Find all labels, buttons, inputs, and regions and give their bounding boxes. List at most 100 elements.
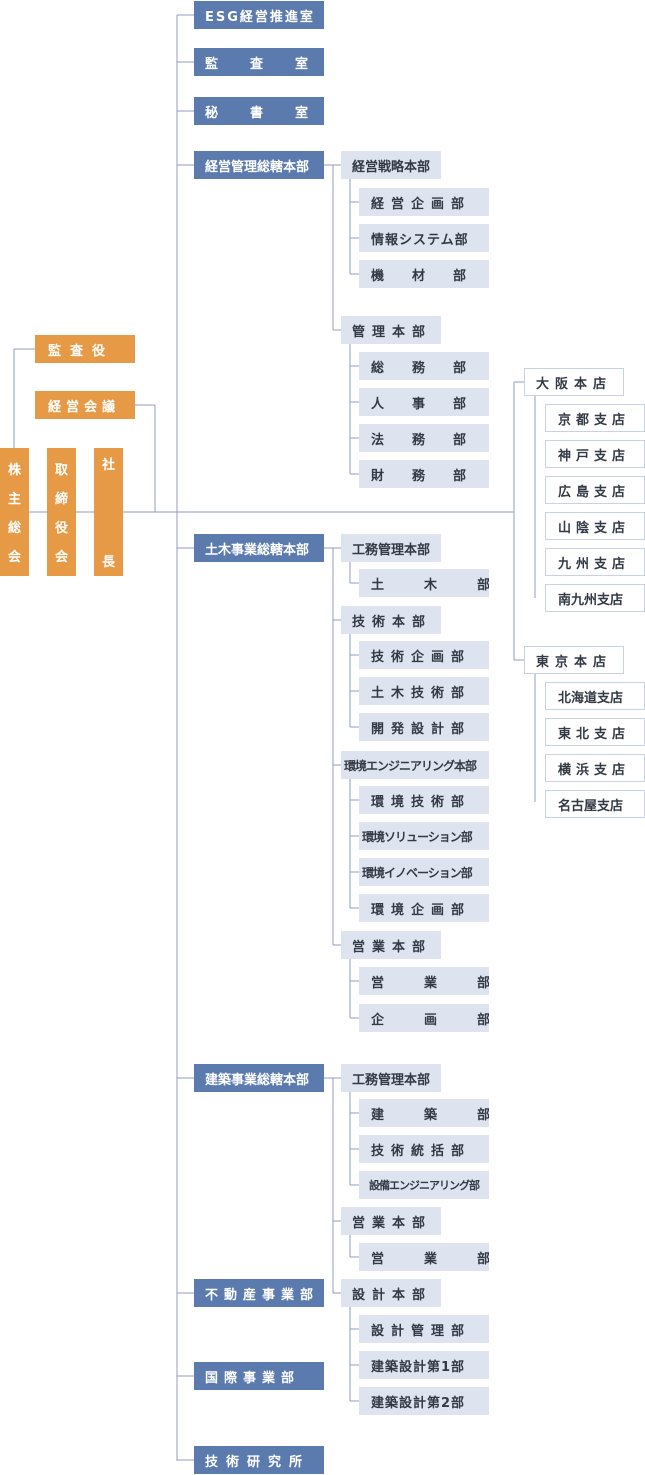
dept-civil-sales-label: 営業部 — [371, 975, 489, 991]
branch-osaka-0: 京都支店 — [545, 404, 645, 432]
dept-development-design: 開発設計部 — [359, 713, 489, 741]
dept-civil-sales: 営業部 — [359, 967, 489, 995]
building-sales-hq-box-label: 営業本部 — [352, 1215, 433, 1231]
dept-general-affairs: 総務部 — [359, 352, 489, 380]
dept-finance: 財務部 — [359, 460, 489, 488]
international-division-box-label: 国際事業部 — [205, 1370, 301, 1386]
environment-hq-box-label: 環境エンジニアリング本部 — [344, 758, 477, 773]
shareholders-meeting-box-char: 株 — [7, 463, 21, 478]
branch-osaka-3-label: 山陰支店 — [558, 520, 631, 536]
dept-civil-engineering-label: 土木部 — [371, 577, 489, 593]
dept-mep-engineering: 設備エンジニアリング部 — [359, 1171, 489, 1199]
branch-osaka-1: 神戸支店 — [545, 440, 645, 468]
branch-osaka-0-label: 京都支店 — [558, 412, 631, 428]
management-meeting-box: 経営会議 — [35, 391, 135, 419]
osaka-head-office-box: 大阪本店 — [524, 368, 624, 396]
shareholders-meeting-box-char: 主 — [7, 492, 21, 507]
branch-osaka-2-label: 広島支店 — [558, 484, 631, 500]
dept-architectural-design-1-label: 建築設計第1部 — [371, 1359, 466, 1375]
president-box: 社長社長 — [94, 448, 123, 576]
civil-technology-hq-box: 技術本部 — [341, 606, 441, 634]
dept-corporate-planning-label: 経営企画部 — [371, 196, 472, 212]
board-of-directors-box: 取締役会取締役会 — [47, 448, 76, 576]
branch-tokyo-0: 北海道支店 — [545, 682, 645, 710]
branch-tokyo-1-label: 東北支店 — [558, 726, 631, 742]
shareholders-meeting-box-char: 会 — [7, 550, 21, 565]
dept-technical-planning: 技術企画部 — [359, 641, 489, 669]
civil-construction-mgmt-hq-box-label: 工務管理本部 — [352, 542, 431, 558]
real-estate-division-box: 不動産事業部 — [194, 1279, 324, 1307]
dept-environmental-solutions-label: 環境ソリューション部 — [362, 829, 473, 844]
management-division-box: 経営管理総轄本部 — [194, 151, 324, 179]
dept-civil-engineering: 土木部 — [359, 569, 489, 597]
dept-technical-planning-label: 技術企画部 — [371, 649, 472, 665]
research-institute-box-label: 技術研究所 — [205, 1454, 311, 1470]
building-division-box-label: 建築事業総轄本部 — [205, 1072, 310, 1088]
branch-tokyo-0-label: 北海道支店 — [558, 690, 624, 706]
dept-human-resources: 人事部 — [359, 388, 489, 416]
esg-office-box: ESG経営推進室 — [194, 1, 324, 29]
auditor-box: 監査役 — [35, 335, 135, 363]
branch-tokyo-2: 横浜支店 — [545, 754, 645, 782]
branch-tokyo-3-label: 名古屋支店 — [558, 798, 624, 814]
admin-hq-box: 管理本部 — [341, 316, 441, 344]
branch-osaka-4: 九州支店 — [545, 548, 645, 576]
board-of-directors-box-char: 会 — [54, 550, 68, 565]
civil-sales-hq-box-label: 営業本部 — [352, 939, 433, 955]
dept-architecture-label: 建築部 — [371, 1107, 489, 1123]
branch-tokyo-2-label: 横浜支店 — [558, 762, 631, 778]
dept-environmental-planning: 環境企画部 — [359, 894, 489, 922]
dept-equipment: 機材部 — [359, 260, 489, 288]
shareholders-meeting-box-char: 総 — [7, 521, 21, 536]
management-division-box-label: 経営管理総轄本部 — [205, 159, 310, 175]
board-of-directors-box-char: 取 — [54, 463, 68, 478]
building-construction-mgmt-hq-box: 工務管理本部 — [341, 1064, 441, 1092]
civil-technology-hq-box-label: 技術本部 — [352, 614, 433, 630]
civil-division-box: 土木事業総轄本部 — [194, 534, 324, 562]
osaka-head-office-box-label: 大阪本店 — [536, 376, 613, 392]
environment-hq-box: 環境エンジニアリング本部 — [341, 751, 489, 779]
branch-osaka-5: 南九州支店 — [545, 584, 645, 612]
president-box-char: 社 — [101, 458, 115, 473]
secretary-office-box: 秘書室 — [194, 97, 324, 125]
board-of-directors-box-char: 締 — [54, 492, 68, 507]
dept-architectural-design-1: 建築設計第1部 — [359, 1351, 489, 1379]
dept-environmental-innovation-label: 環境イノベーション部 — [362, 865, 473, 880]
dept-equipment-label: 機材部 — [371, 268, 489, 284]
real-estate-division-box-label: 不動産事業部 — [205, 1287, 320, 1303]
dept-technical-control: 技術統括部 — [359, 1135, 489, 1163]
branch-osaka-4-label: 九州支店 — [558, 556, 631, 572]
dept-architectural-design-2-label: 建築設計第2部 — [371, 1395, 466, 1411]
tokyo-head-office-box: 東京本店 — [524, 646, 624, 674]
dept-finance-label: 財務部 — [371, 468, 489, 484]
dept-building-sales-label: 営業部 — [371, 1251, 489, 1267]
dept-civil-technology-label: 土木技術部 — [371, 685, 472, 701]
shareholders-meeting-box: 株主総会株主総会 — [0, 448, 29, 576]
branch-osaka-3: 山陰支店 — [545, 512, 645, 540]
dept-legal-label: 法務部 — [371, 432, 489, 448]
dept-legal: 法務部 — [359, 424, 489, 452]
dept-environmental-technology-label: 環境技術部 — [371, 794, 472, 810]
dept-environmental-innovation: 環境イノベーション部 — [359, 858, 489, 886]
president-box-char: 長 — [101, 555, 115, 570]
dept-mep-engineering-label: 設備エンジニアリング部 — [369, 1179, 480, 1192]
tokyo-head-office-box-label: 東京本店 — [536, 654, 613, 670]
auditor-box-label: 監査役 — [48, 343, 115, 359]
dept-design-management-label: 設計管理部 — [371, 1323, 472, 1339]
dept-environmental-technology: 環境技術部 — [359, 786, 489, 814]
dept-development-design-label: 開発設計部 — [371, 721, 472, 737]
branch-osaka-2: 広島支店 — [545, 476, 645, 504]
dept-general-affairs-label: 総務部 — [371, 360, 489, 376]
branch-tokyo-1: 東北支店 — [545, 718, 645, 746]
secretary-office-box-label: 秘書室 — [205, 105, 308, 121]
management-meeting-box-label: 経営会議 — [48, 399, 121, 415]
dept-civil-planning: 企画部 — [359, 1004, 489, 1032]
building-sales-hq-box: 営業本部 — [341, 1207, 441, 1235]
civil-construction-mgmt-hq-box: 工務管理本部 — [341, 534, 441, 562]
branch-tokyo-3: 名古屋支店 — [545, 790, 645, 818]
design-hq-box-label: 設計本部 — [352, 1287, 433, 1303]
dept-information-systems: 情報システム部 — [359, 224, 489, 252]
design-hq-box: 設計本部 — [341, 1279, 441, 1307]
